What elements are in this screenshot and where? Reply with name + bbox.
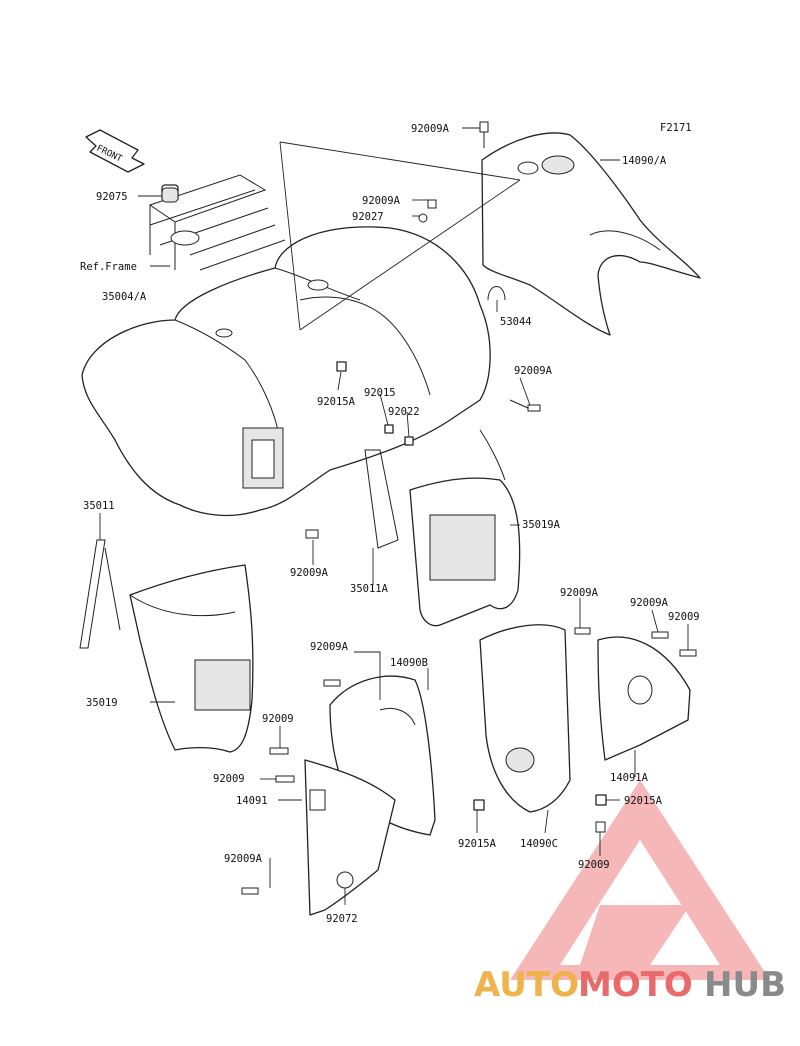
label-92009-d: 92009 (578, 859, 610, 871)
label-92015a-b: 92015A (624, 795, 663, 807)
label-92015a-a: 92015A (317, 396, 356, 408)
label-92009a-c: 92009A (514, 365, 553, 377)
label-53044: 53044 (500, 316, 532, 328)
watermark-auto: AUTO (474, 965, 579, 1005)
label-14090c: 14090C (520, 838, 558, 850)
leader-lines (99, 127, 689, 905)
bolt-icons (161, 121, 697, 895)
label-92009a-g: 92009A (310, 641, 349, 653)
label-92009-a: 92009 (668, 611, 700, 623)
watermark-hub: HUB (704, 965, 786, 1005)
front-fender (81, 226, 491, 517)
front-arrow-icon: FRONT (85, 129, 145, 173)
label-35019a: 35019A (522, 519, 561, 531)
bracket-35011 (79, 539, 121, 649)
upper-cover (481, 132, 701, 336)
label-92009-c: 92009 (213, 773, 245, 785)
label-92009a-top: 92009A (411, 123, 450, 135)
label-35004a: 35004/A (102, 291, 147, 303)
label-92022: 92022 (388, 406, 420, 418)
lower-guard-left (129, 564, 254, 753)
label-14091: 14091 (236, 795, 268, 807)
label-14090b: 14090B (390, 657, 428, 669)
label-92027: 92027 (352, 211, 384, 223)
label-92009-b: 92009 (262, 713, 294, 725)
inner-guard-right (409, 429, 521, 627)
label-92009a-b: 92009A (362, 195, 401, 207)
label-92072: 92072 (326, 913, 358, 925)
label-92015: 92015 (364, 387, 396, 399)
label-35011a: 35011A (350, 583, 389, 595)
label-92009a-d: 92009A (290, 567, 329, 579)
clip-53044 (487, 286, 506, 301)
label-92075: 92075 (96, 191, 128, 203)
watermark-moto: MOTO (578, 965, 693, 1005)
label-92015a-c: 92015A (458, 838, 497, 850)
figure-code: F2171 (660, 122, 692, 134)
watermark-logo-triangle (510, 780, 770, 980)
label-92009a-h: 92009A (224, 853, 263, 865)
grommet-92072 (336, 871, 354, 889)
side-cover-14091a (597, 636, 691, 761)
side-cover-14091 (304, 759, 396, 916)
watermark-text: AUTO MOTO HUB (474, 965, 786, 1005)
label-ref-frame: Ref.Frame (80, 261, 137, 273)
label-92009a-e: 92009A (560, 587, 599, 599)
label-14091a: 14091A (610, 772, 649, 784)
bracket-35011a (364, 449, 399, 549)
label-92009a-f: 92009A (630, 597, 669, 609)
label-35011: 35011 (83, 500, 115, 512)
label-14090a: 14090/A (622, 155, 667, 167)
side-cover-14090c (479, 624, 571, 813)
label-35019: 35019 (86, 697, 118, 709)
